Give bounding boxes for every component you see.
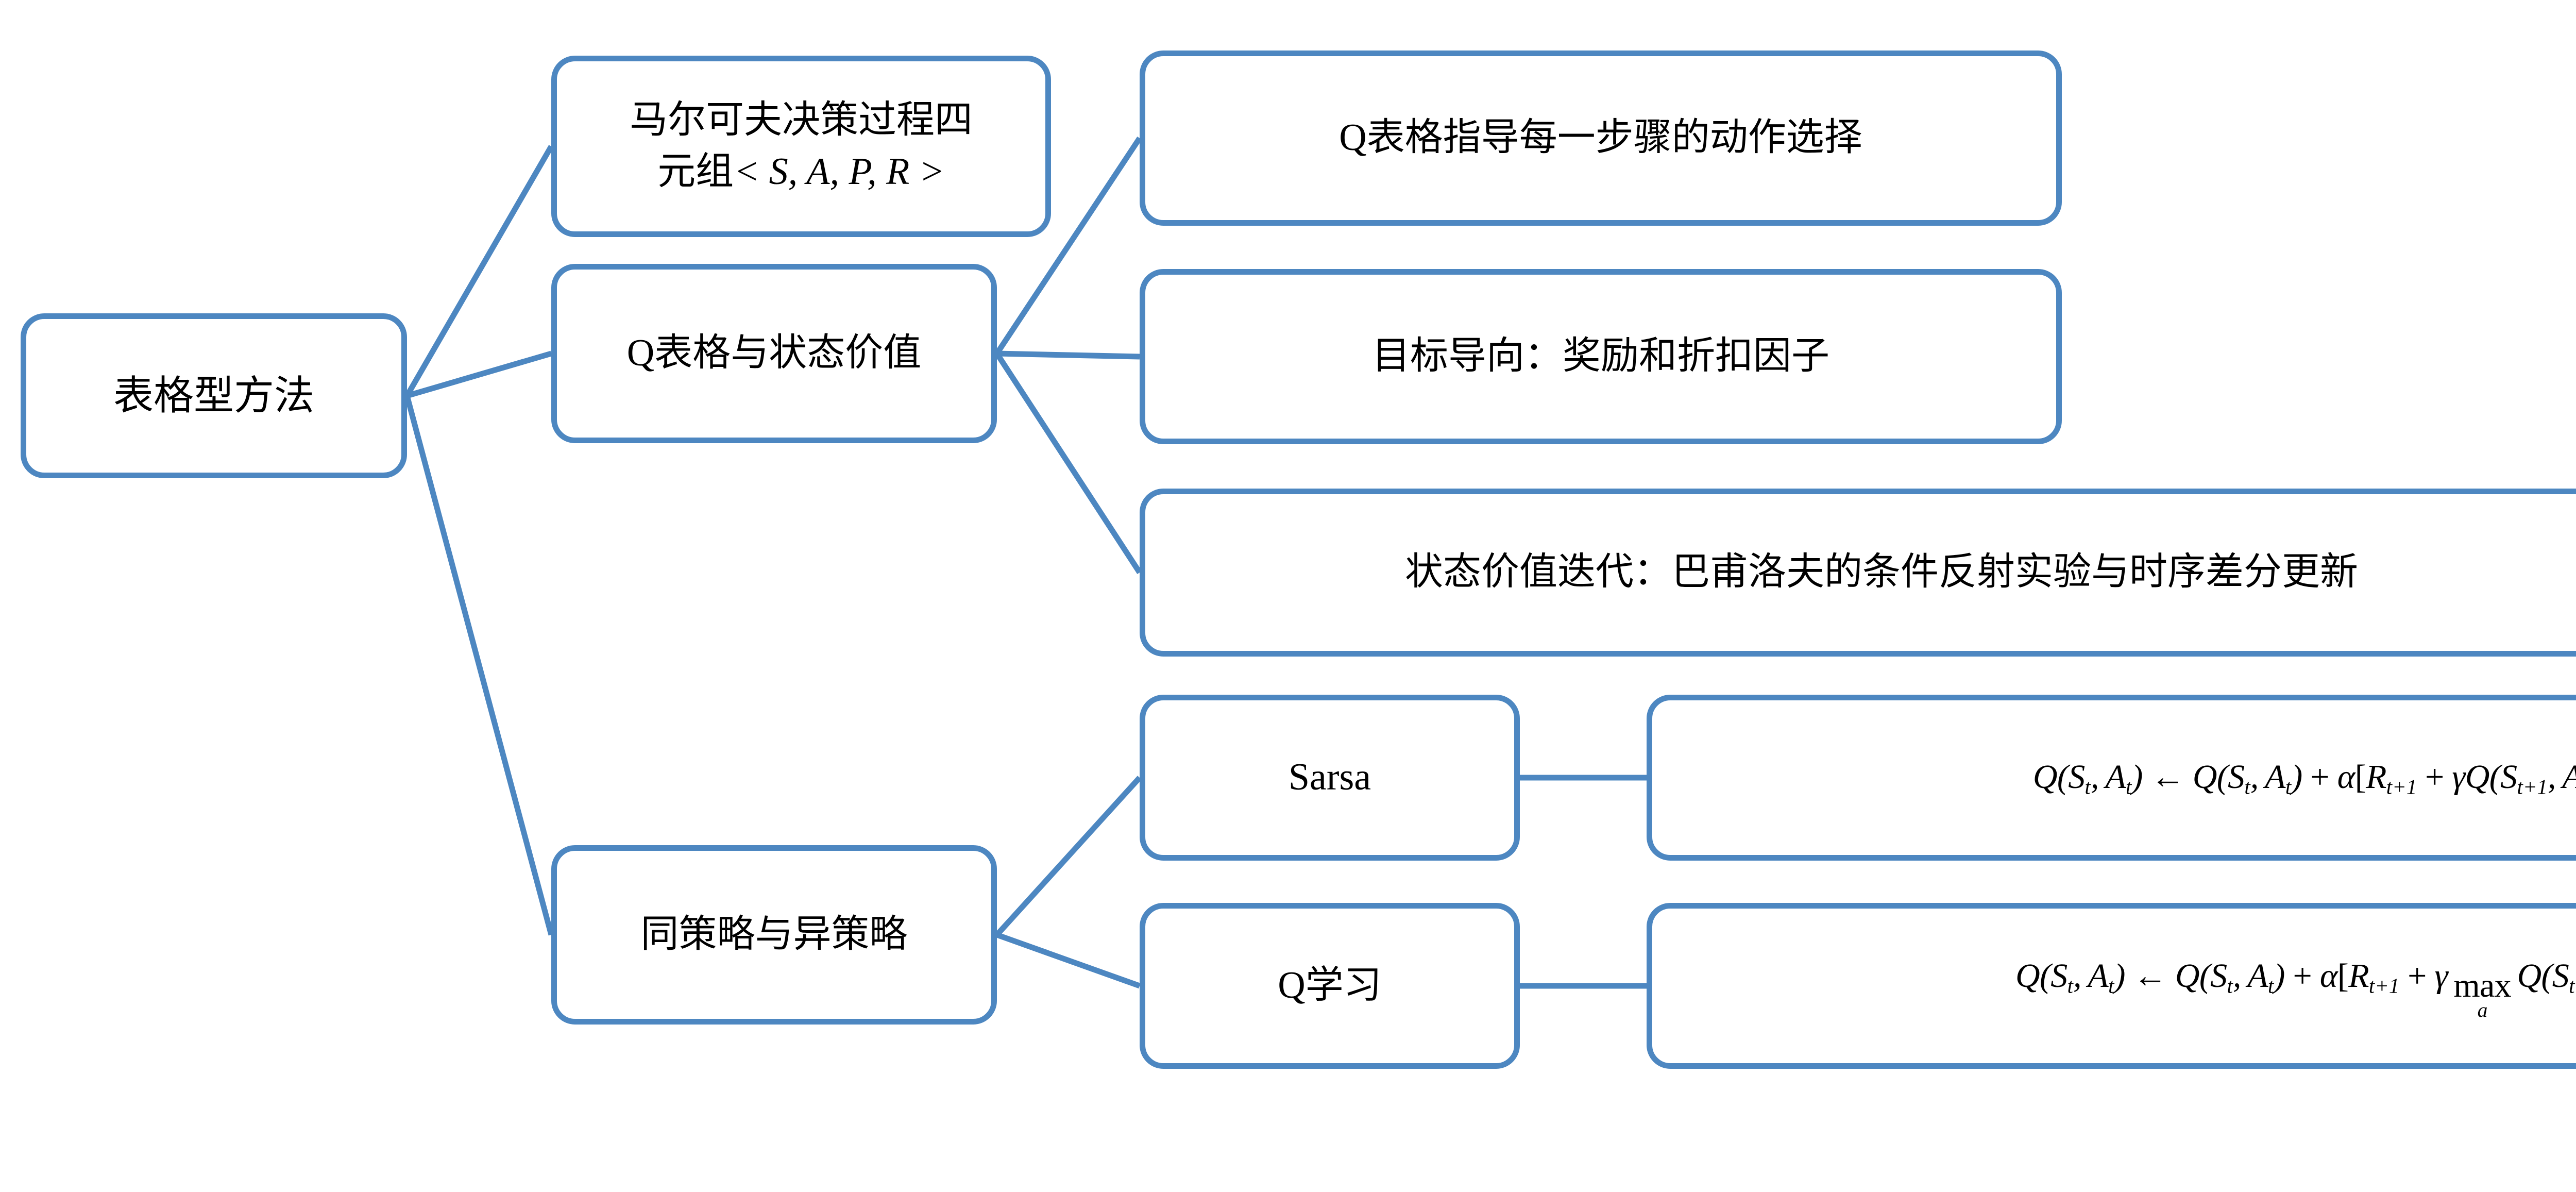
connector-onoff-to-sarsa [994,776,1142,937]
node-q-table-and-state-value[interactable]: Q表格与状态价值 [551,264,997,443]
connector-qtable-to-leaf2 [996,350,1140,360]
node-mdp-label-line1: 马尔可夫决策过程四 [630,99,973,142]
node-sarsa-update-equation[interactable]: Q(St, At) ← Q(St, At) + α[Rt+1 + γQ(St+1… [1647,695,2576,861]
node-sarsa-label: Sarsa [1288,756,1371,799]
connector-root-to-onoff [404,395,554,936]
node-on-policy-off-policy[interactable]: 同策略与异策略 [551,845,997,1025]
node-q-learning-label: Q学习 [1278,964,1382,1007]
node-state-value-iteration-pavlov-td[interactable]: 状态价值迭代：巴甫洛夫的条件反射实验与时序差分更新 [1140,489,2576,657]
node-leaf2-label: 目标导向：奖励和折扣因子 [1372,335,1829,378]
node-mdp-label-line2: 元组 [657,150,734,193]
node-sarsa[interactable]: Sarsa [1140,695,1520,861]
node-leaf1-label: Q表格指导每一步骤的动作选择 [1339,116,1862,159]
connector-root-to-mdp [404,145,554,397]
node-mdp-label-tuple: < S, A, P, R > [734,150,945,193]
sarsa-equation: Q(St, At) ← Q(St, At) + α[Rt+1 + γQ(St+1… [2032,758,2576,799]
node-leaf3-label: 状态价值迭代：巴甫洛夫的条件反射实验与时序差分更新 [1405,551,2358,594]
node-on-policy-label: 同策略与异策略 [640,913,908,956]
node-goal-oriented-reward-discount[interactable]: 目标导向：奖励和折扣因子 [1140,269,2062,444]
node-q-learning[interactable]: Q学习 [1140,903,1520,1069]
node-mdp-tuple[interactable]: 马尔可夫决策过程四 元组< S, A, P, R > [551,56,1051,237]
node-q-table-label: Q表格与状态价值 [626,332,922,375]
connector-qtable-to-leaf3 [994,351,1142,575]
connector-onoff-to-qlearn [996,932,1141,989]
node-root-tabular-methods[interactable]: 表格型方法 [21,313,407,478]
node-q-table-guides-action-selection[interactable]: Q表格指导每一步骤的动作选择 [1140,51,2062,226]
node-root-label: 表格型方法 [113,373,314,418]
connector-root-to-qtable [406,350,552,399]
